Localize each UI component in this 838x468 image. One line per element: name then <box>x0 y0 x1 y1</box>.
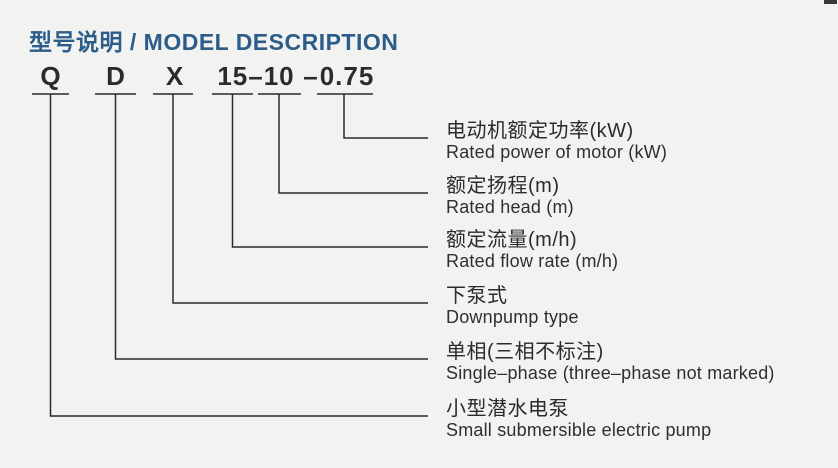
page-corner-mark <box>824 0 837 4</box>
model-code-part-phase: D <box>106 61 126 91</box>
legend-series-en: Small submersible electric pump <box>446 420 712 440</box>
legend-phase-zh: 单相(三相不标注) <box>446 341 604 363</box>
legend-entry-phase: 单相(三相不标注) Single–phase (three–phase not … <box>446 341 775 384</box>
legend-series-zh: 小型潜水电泵 <box>446 398 569 420</box>
legend-head-zh: 额定扬程(m) <box>446 175 560 197</box>
connector-phase <box>114 94 428 360</box>
legend-flow-zh: 额定流量(m/h) <box>446 229 578 251</box>
legend-head-en: Rated head (m) <box>446 197 574 217</box>
model-code-part-power: 0.75 <box>319 61 375 91</box>
connector-power <box>343 94 428 139</box>
legend-entry-type: 下泵式 Downpump type <box>446 285 579 328</box>
legend-entry-series: 小型潜水电泵 Small submersible electric pump <box>446 398 711 441</box>
model-code-part-separator: – <box>303 61 319 91</box>
legend-entry-power: 电动机额定功率(kW) Rated power of motor (kW) <box>446 120 667 163</box>
legend-type-zh: 下泵式 <box>446 285 508 307</box>
connector-head <box>278 94 428 194</box>
legend-phase-en: Single–phase (three–phase not marked) <box>446 363 775 383</box>
legend-power-zh: 电动机额定功率(kW) <box>446 120 634 142</box>
legend-type-en: Downpump type <box>446 307 579 327</box>
model-code-part-type: X <box>165 61 185 91</box>
model-code-part-flow-head: 15–10 <box>217 61 295 91</box>
legend-flow-en: Rated flow rate (m/h) <box>446 251 619 271</box>
legend-power-en: Rated power of motor (kW) <box>446 142 668 162</box>
legend-entry-head: 额定扬程(m) Rated head (m) <box>446 175 574 218</box>
model-code-part-series: Q <box>40 61 62 91</box>
connector-type <box>172 94 428 304</box>
connector-flow <box>231 94 428 248</box>
connector-series <box>49 94 428 417</box>
page-title: 型号说明 / MODEL DESCRIPTION <box>29 29 399 55</box>
legend-entry-flow: 额定流量(m/h) Rated flow rate (m/h) <box>446 229 618 272</box>
